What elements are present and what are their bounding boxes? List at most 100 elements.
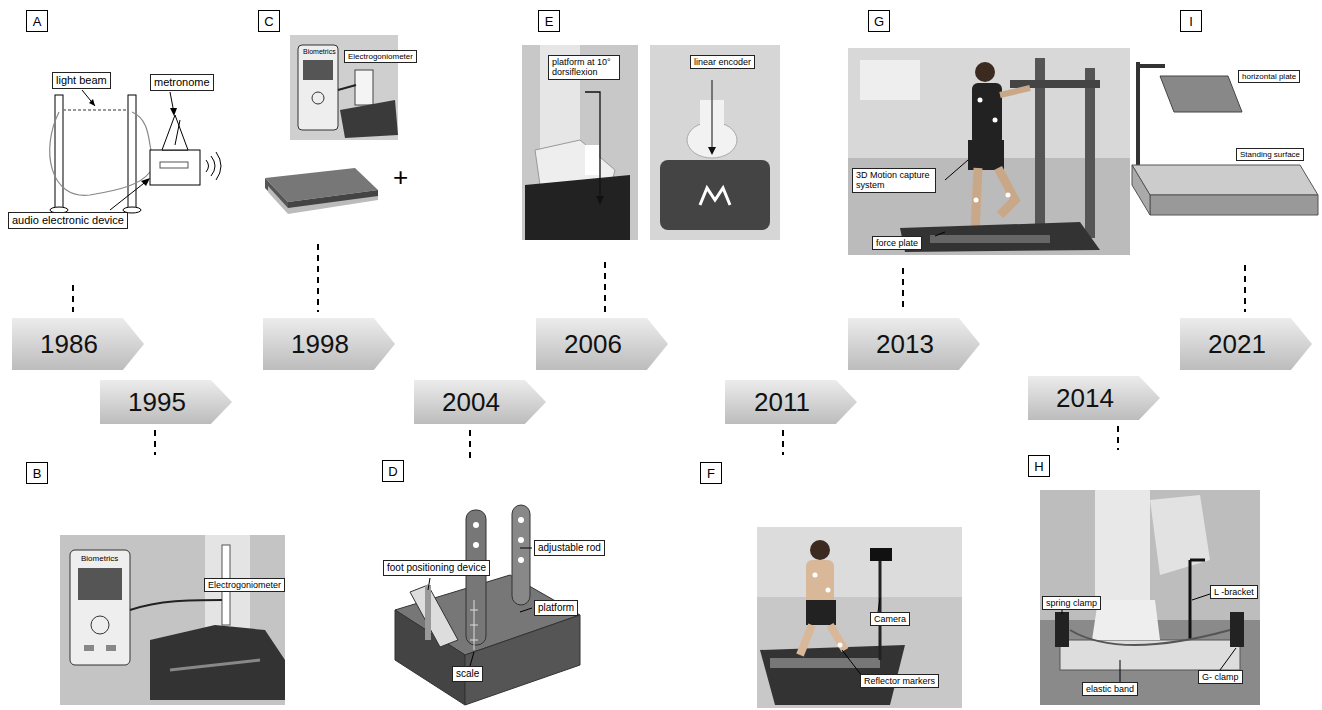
panel-h-drawing-part	[1070, 630, 1230, 645]
panel-h-drawing	[1040, 490, 1260, 705]
panel-d-drawing-part	[520, 548, 532, 549]
callout-label: platform at 10° dorsiflexion	[548, 55, 620, 80]
part-label: Standing surface	[1236, 148, 1304, 161]
panel-a-drawing-part	[170, 108, 177, 116]
panel-g-drawing-part	[998, 168, 1015, 215]
arrow-fill	[536, 318, 668, 370]
panel-e-drawing-part	[596, 196, 604, 205]
panel-a-drawing-part	[50, 112, 150, 195]
panel-a-drawing-part	[175, 120, 180, 145]
panel-i-drawing-part	[1160, 76, 1242, 112]
panel-g-drawing	[848, 48, 1130, 255]
part-label: platform	[534, 600, 578, 616]
arrow-fill	[848, 318, 980, 370]
callout-label: Camera	[870, 612, 910, 626]
part-label: G- clamp	[1198, 670, 1243, 684]
dashed-ticks-part	[902, 268, 904, 312]
panel-d-drawing-part	[518, 517, 524, 523]
letter-text: A	[33, 14, 42, 29]
panel-i-drawing-part	[1136, 64, 1165, 68]
dashed-ticks-part	[317, 244, 319, 312]
panel-i-drawing-part	[1136, 62, 1140, 165]
panel-f-drawing-part	[842, 650, 862, 676]
panel-d-drawing-part	[425, 585, 431, 640]
panel-h-drawing-part	[1040, 490, 1260, 705]
dashed-ticks-part	[782, 430, 784, 455]
panel-d-drawing-part	[473, 542, 479, 548]
year-arrow: 2013	[848, 318, 980, 370]
year-arrow: 1998	[263, 318, 395, 370]
dashed-ticks-part	[1117, 426, 1119, 450]
part-label: horizontal plate	[1238, 70, 1300, 83]
beam-label: light beam	[52, 72, 111, 89]
panel-b-drawing-part	[170, 660, 260, 670]
device-label: metronome	[150, 74, 214, 91]
year-text: 1986	[40, 329, 116, 360]
panel-d-drawing-part	[512, 505, 530, 605]
panel-h-drawing-part	[1230, 612, 1244, 647]
dashed-ticks-part	[154, 430, 156, 455]
dashed-ticks-part	[72, 285, 74, 312]
panel-c-drawing-part	[338, 85, 356, 90]
arrow-fill	[1180, 318, 1312, 370]
arrow-fill	[1028, 376, 1160, 420]
panel-f-drawing-part	[870, 548, 892, 561]
brand-text: Biometrics	[300, 47, 339, 57]
panel-a-drawing-part	[110, 180, 148, 210]
panel-g-drawing-part	[900, 222, 1100, 252]
panel-f-drawing-part	[813, 573, 818, 578]
panel-e-drawing-part	[708, 147, 716, 155]
panel-d-drawing-part	[470, 640, 478, 641]
panel-g-drawing-part	[1085, 68, 1095, 238]
arrow-fill	[414, 380, 546, 424]
year-arrow: 1995	[100, 380, 232, 424]
panel-f-drawing-part	[757, 527, 962, 708]
letter-text: G	[874, 14, 884, 29]
callout-label: linear encoder	[690, 55, 755, 69]
panel-h-drawing-part	[1150, 495, 1210, 575]
panel-a-drawing-part	[82, 90, 95, 106]
panel-d-drawing-part	[470, 625, 478, 626]
panel-d-drawing	[395, 505, 580, 705]
panel-letter: C	[258, 10, 280, 32]
panel-i-drawing-part	[1150, 195, 1318, 215]
panel-h-drawing-part	[1095, 490, 1150, 600]
panel-h-drawing-part	[1062, 610, 1063, 614]
panel-g-drawing-part	[968, 140, 1004, 170]
panel-a-drawing-part	[150, 150, 200, 185]
plus-sign: +	[390, 162, 411, 194]
panel-i-drawing-part	[1132, 165, 1150, 215]
letter-text: I	[1189, 14, 1193, 29]
panel-i-drawing	[1132, 62, 1318, 215]
panel-e-drawing-part	[525, 175, 630, 240]
panel-g-drawing-part	[945, 160, 968, 180]
panel-i-drawing-part	[1132, 165, 1318, 195]
dashed-ticks-part	[469, 430, 471, 458]
letter-text: E	[545, 14, 554, 29]
panel-g-drawing-part	[1000, 88, 1030, 95]
panel-d-drawing-part	[520, 608, 532, 612]
panel-d-drawing-part	[410, 585, 458, 647]
panel-c-drawing-part	[268, 186, 378, 214]
panel-b-drawing-part	[106, 645, 116, 651]
arrow-fill	[725, 380, 857, 424]
panel-d-drawing-part	[518, 557, 524, 563]
year-text: 2013	[876, 329, 952, 360]
year-text: 2021	[1208, 329, 1284, 360]
dashed-ticks-part	[1244, 265, 1246, 312]
panel-g-drawing-part	[975, 62, 995, 82]
panel-c-drawing-part	[298, 45, 338, 130]
letter-text: F	[707, 466, 715, 481]
panel-letter: A	[26, 10, 48, 32]
letter-text: D	[388, 464, 397, 479]
panel-b-drawing-part	[60, 535, 285, 705]
panel-g-drawing-part	[1006, 193, 1011, 198]
year-arrow: 2014	[1028, 376, 1160, 420]
panel-e-drawing-part	[660, 160, 770, 230]
letter-text: H	[1034, 459, 1043, 474]
panel-letter: G	[868, 10, 890, 32]
panel-e-drawing-part	[522, 45, 638, 240]
part-label: elastic band	[1082, 682, 1138, 696]
year-text: 2006	[564, 329, 640, 360]
panel-b-drawing-part	[70, 550, 130, 665]
